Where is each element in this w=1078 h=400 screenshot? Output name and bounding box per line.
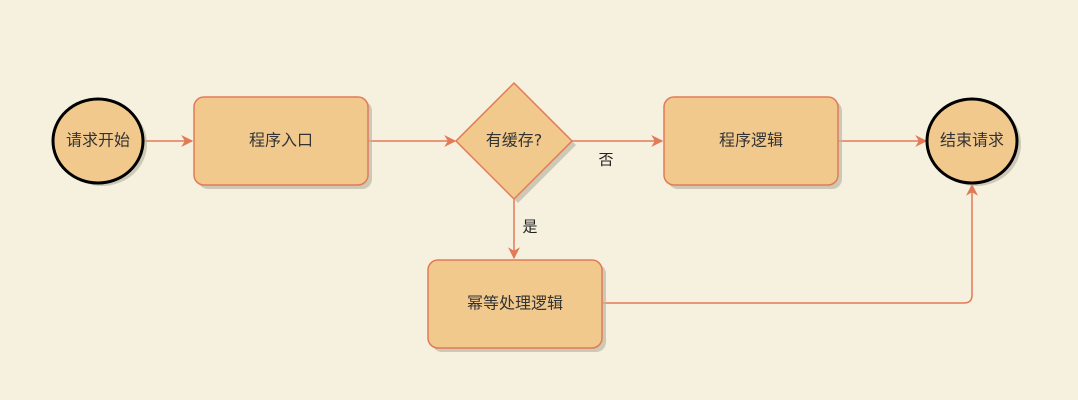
node-start-shape — [51, 97, 145, 185]
node-idempotent-shape — [427, 259, 603, 349]
node-entry[interactable]: 程序入口 — [193, 96, 372, 189]
node-end[interactable]: 结束请求 — [925, 97, 1021, 186]
edges — [141, 135, 978, 304]
node-idempotent[interactable]: 幂等处理逻辑 — [427, 259, 606, 352]
node-start[interactable]: 请求开始 — [51, 97, 147, 186]
node-cache-decision[interactable]: 有缓存? — [454, 81, 576, 203]
node-logic-label: 程序逻辑 — [719, 131, 783, 150]
edge-label-yes: 是 — [522, 218, 537, 236]
node-logic[interactable]: 程序逻辑 — [663, 96, 842, 189]
node-idempotent-label: 幂等处理逻辑 — [467, 294, 563, 313]
node-cache-label: 有缓存? — [486, 131, 543, 150]
node-start-label: 请求开始 — [66, 131, 130, 150]
node-entry-shape — [193, 96, 369, 186]
edge-idempotent-to-end — [602, 183, 978, 304]
node-entry-label: 程序入口 — [249, 131, 313, 150]
node-end-label: 结束请求 — [940, 131, 1004, 150]
edge-label-no: 否 — [598, 151, 613, 169]
node-end-shape — [925, 97, 1019, 185]
node-logic-shape — [663, 96, 839, 186]
node-cache-shape — [454, 81, 574, 201]
